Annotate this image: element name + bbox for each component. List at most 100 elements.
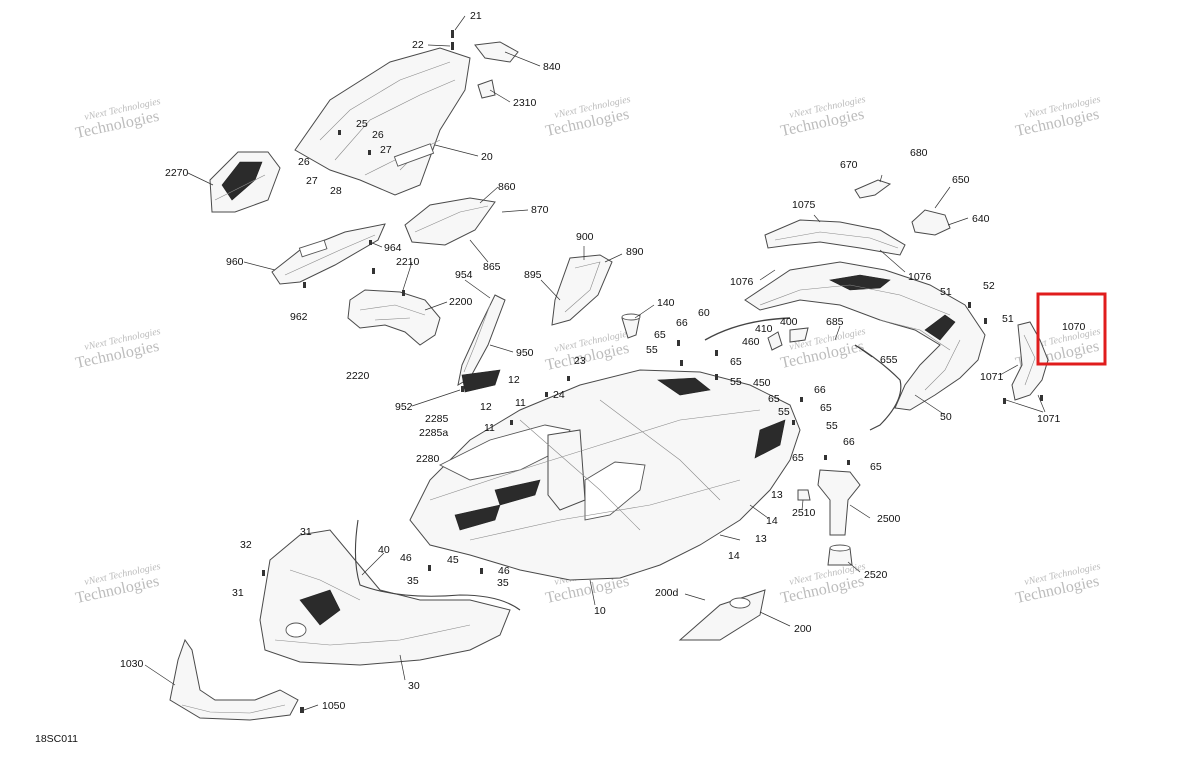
callout-label[interactable]: 32	[240, 539, 252, 551]
callout-label[interactable]: 40	[378, 544, 390, 556]
callout-label[interactable]: 860	[498, 181, 516, 193]
part-2310-clip[interactable]	[477, 79, 496, 99]
callout-label[interactable]: 962	[290, 311, 308, 323]
callout-label[interactable]: 952	[395, 401, 413, 413]
callout-label[interactable]: 2280	[416, 453, 440, 465]
callout-label[interactable]: 2310	[513, 97, 537, 109]
part-30-front-nose[interactable]	[259, 529, 511, 666]
callout-label[interactable]: 865	[483, 261, 501, 273]
callout-label[interactable]: 950	[516, 347, 534, 359]
callout-label[interactable]: 960	[226, 256, 244, 268]
callout-label[interactable]: 650	[952, 174, 970, 186]
part-20-rear-tub[interactable]	[294, 47, 471, 196]
callout-label[interactable]: 2220	[346, 370, 370, 382]
callout-label[interactable]: 65	[870, 461, 882, 473]
callout-label[interactable]: 1075	[792, 199, 816, 211]
callout-label[interactable]: 1076	[730, 276, 754, 288]
callout-label[interactable]: 640	[972, 213, 990, 225]
part-2510-grommet[interactable]	[797, 489, 811, 501]
callout-label[interactable]: 60	[698, 307, 710, 319]
callout-label[interactable]: 28	[330, 185, 342, 197]
callout-label[interactable]: 964	[384, 242, 402, 254]
callout-label[interactable]: 65	[654, 329, 666, 341]
callout-label[interactable]: 954	[455, 269, 473, 281]
callout-label[interactable]: 2500	[877, 513, 901, 525]
callout-label[interactable]: 31	[232, 587, 244, 599]
callout-label[interactable]: 1076	[908, 271, 932, 283]
part-200-side-plate[interactable]	[678, 589, 766, 641]
callout-label[interactable]: 685	[826, 316, 844, 328]
callout-label[interactable]: 2510	[792, 507, 816, 519]
callout-label[interactable]: 2210	[396, 256, 420, 268]
part-2200-bracket[interactable]	[347, 289, 441, 346]
callout-label[interactable]: 65	[730, 356, 742, 368]
callout-label[interactable]: 400	[780, 316, 798, 328]
part-670-clip[interactable]	[854, 179, 892, 199]
callout-label[interactable]: 52	[983, 280, 995, 292]
callout-label[interactable]: 11	[515, 397, 526, 409]
callout-label[interactable]: 25	[356, 118, 368, 130]
callout-label[interactable]: 890	[626, 246, 644, 258]
callout-label[interactable]: 55	[778, 406, 790, 418]
callout-label[interactable]: 895	[524, 269, 542, 281]
callout-label[interactable]: 66	[814, 384, 826, 396]
callout-label[interactable]: 51	[1002, 313, 1014, 325]
callout-label[interactable]: 24	[553, 389, 565, 401]
part-860-side-cover[interactable]	[404, 197, 496, 246]
callout-label[interactable]: 2285	[425, 413, 449, 425]
callout-label[interactable]: 26	[372, 129, 384, 141]
callout-label[interactable]: 21	[470, 10, 482, 22]
part-1030-front-lip[interactable]	[169, 638, 299, 721]
callout-label[interactable]: 51	[940, 286, 952, 298]
part-640-vent[interactable]	[911, 209, 951, 236]
part-960-side-panel[interactable]	[271, 223, 386, 285]
callout-label[interactable]: 65	[792, 452, 804, 464]
callout-label[interactable]: 13	[755, 533, 767, 545]
callout-label[interactable]: 22	[412, 39, 424, 51]
callout-label[interactable]: 66	[843, 436, 855, 448]
callout-label[interactable]: 55	[826, 420, 838, 432]
callout-label[interactable]: 450	[753, 377, 771, 389]
callout-label[interactable]: 670	[840, 159, 858, 171]
callout-label[interactable]: 12	[480, 401, 492, 413]
callout-label[interactable]: 200d	[655, 587, 679, 599]
callout-label[interactable]: 2285a	[419, 427, 448, 439]
callout-label[interactable]: 14	[728, 550, 740, 562]
callout-label[interactable]: 46	[498, 565, 510, 577]
callout-label[interactable]: 26	[298, 156, 310, 168]
callout-label[interactable]: 1050	[322, 700, 346, 712]
callout-label[interactable]: 35	[497, 577, 509, 589]
callout-label[interactable]: 27	[380, 144, 392, 156]
callout-label[interactable]: 65	[768, 393, 780, 405]
callout-label-1070[interactable]: 1070	[1062, 321, 1086, 333]
part-140-plug[interactable]	[621, 313, 641, 339]
part-840-cap[interactable]	[474, 41, 519, 63]
callout-label[interactable]: 55	[646, 344, 658, 356]
part-50-front-hood[interactable]	[744, 261, 986, 411]
part-890-panel[interactable]	[551, 254, 613, 326]
callout-label[interactable]: 680	[910, 147, 928, 159]
callout-label[interactable]: 2520	[864, 569, 888, 581]
callout-label[interactable]: 20	[481, 151, 493, 163]
callout-label[interactable]: 140	[657, 297, 675, 309]
callout-label[interactable]: 30	[408, 680, 420, 692]
part-1075-top-trim[interactable]	[764, 219, 906, 256]
callout-label[interactable]: 410	[755, 323, 773, 335]
part-410-bracket[interactable]	[767, 331, 783, 351]
callout-label[interactable]: 2200	[449, 296, 473, 308]
part-2500-bracket[interactable]	[817, 469, 861, 536]
callout-label[interactable]: 11	[484, 422, 495, 434]
callout-label[interactable]: 460	[742, 336, 760, 348]
callout-label[interactable]: 65	[820, 402, 832, 414]
callout-label[interactable]: 10	[594, 605, 606, 617]
callout-label[interactable]: 12	[508, 374, 520, 386]
callout-label[interactable]: 46	[400, 552, 412, 564]
callout-label[interactable]: 50	[940, 411, 952, 423]
callout-label[interactable]: 900	[576, 231, 594, 243]
part-60-hose[interactable]	[704, 317, 791, 341]
callout-label[interactable]: 870	[531, 204, 549, 216]
part-400-bracket[interactable]	[789, 327, 809, 343]
callout-label[interactable]: 1071	[980, 371, 1004, 383]
part-2270-tail-cover[interactable]	[209, 151, 281, 213]
part-2520-bumper[interactable]	[827, 544, 853, 566]
